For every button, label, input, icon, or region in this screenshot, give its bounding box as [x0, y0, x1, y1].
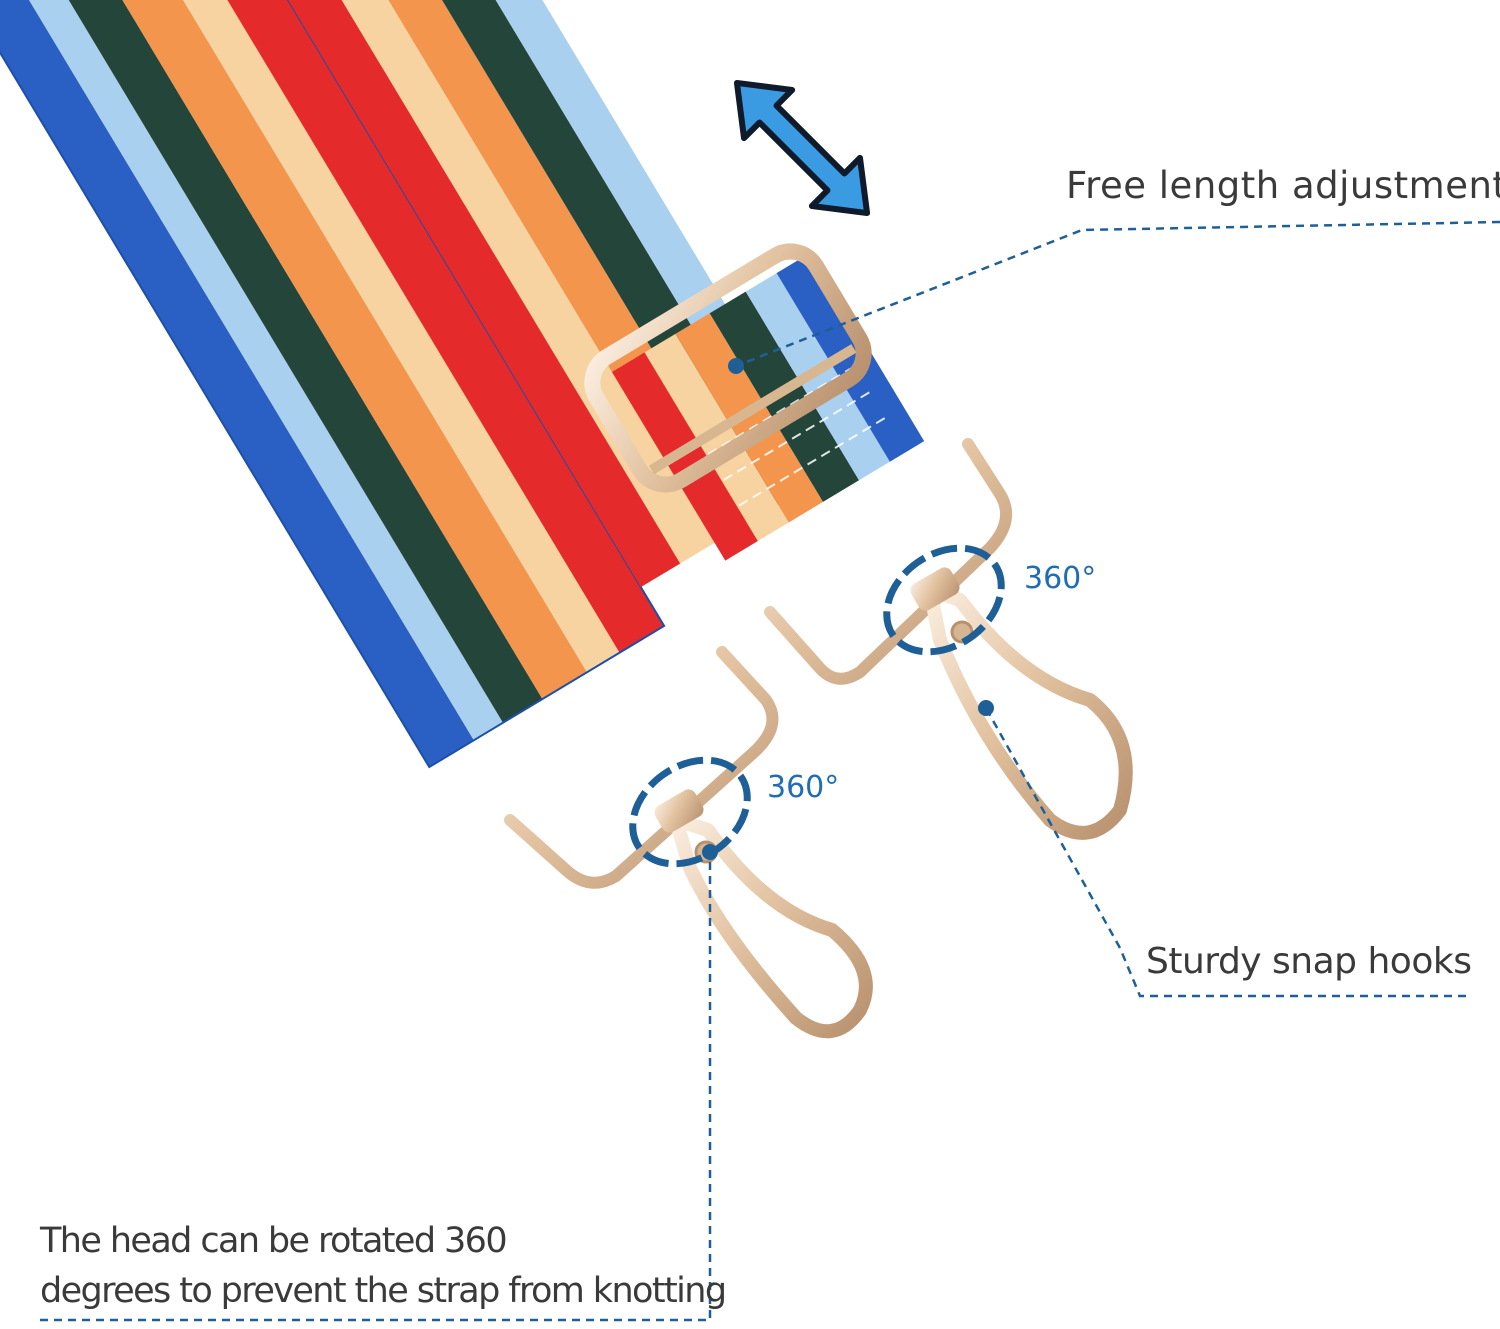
snap-hooks-label: Sturdy snap hooks: [1146, 941, 1472, 982]
rotation-description: The head can be rotated 360 degrees to p…: [40, 1216, 727, 1316]
rotation-description-line-1: The head can be rotated 360: [40, 1221, 508, 1261]
rotation-badge-upper: 360°: [1024, 561, 1097, 596]
lower-snap-hook: [654, 789, 873, 1039]
lower-d-ring: [504, 646, 779, 889]
upper-d-ring: [764, 438, 1012, 685]
length-adjustment-label: Free length adjustment: [1066, 164, 1500, 207]
main-strap: [0, 0, 666, 769]
lower-strap: [612, 252, 925, 561]
callout-dots: [702, 358, 994, 860]
double-arrow-icon: [733, 79, 871, 217]
upper-snap-hook: [910, 567, 1133, 840]
rotation-description-line-2: degrees to prevent the strap from knotti…: [40, 1271, 727, 1311]
slider-buckle: [584, 243, 872, 493]
rotation-badge-lower: 360°: [767, 770, 840, 805]
callout-lines: [40, 220, 1500, 1322]
